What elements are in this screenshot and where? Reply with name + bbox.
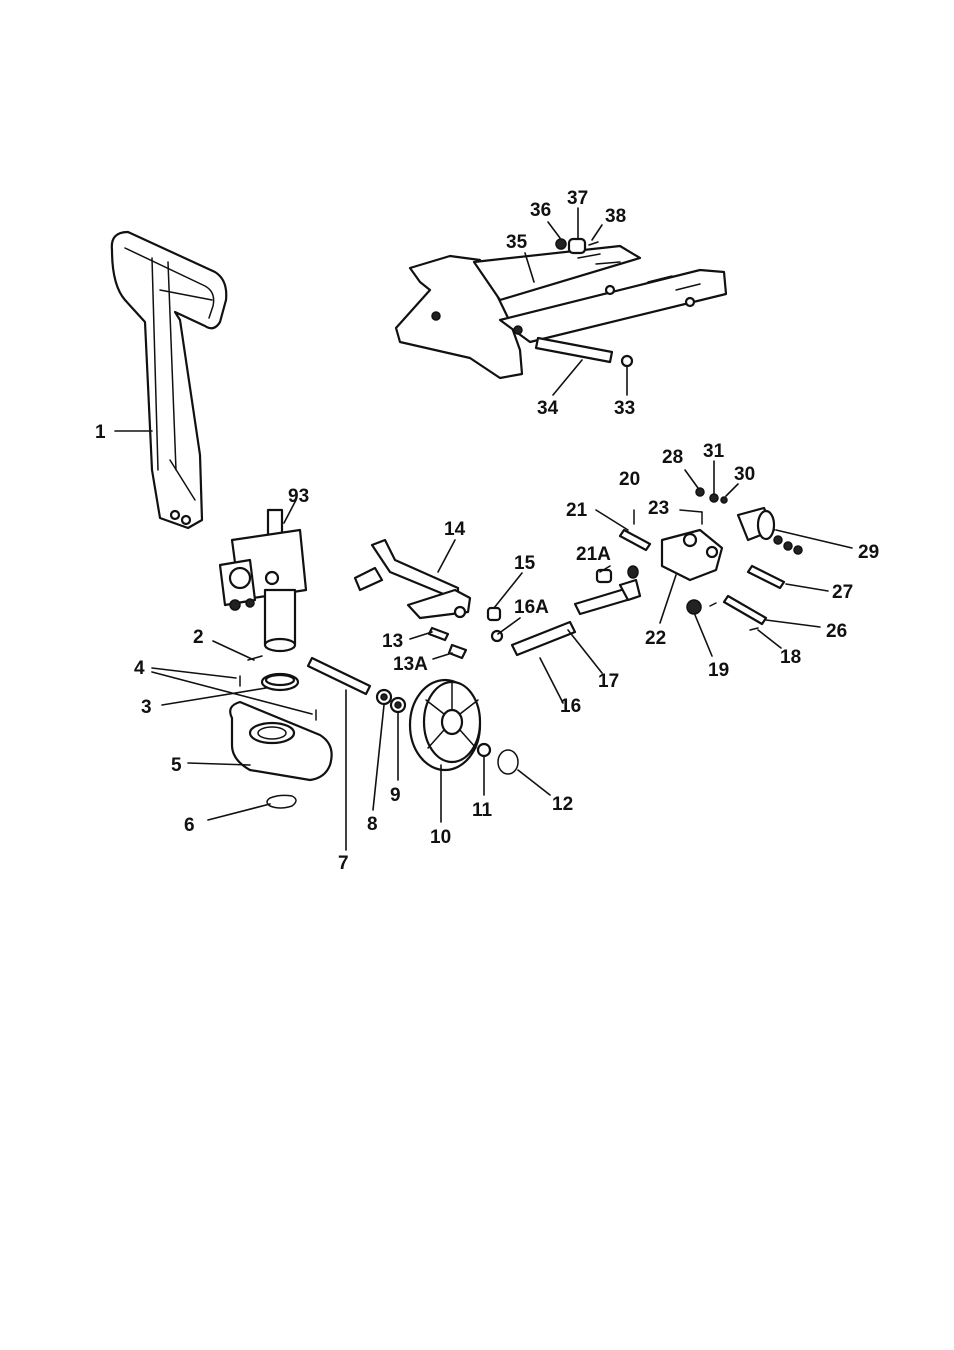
label-part-16: 16 xyxy=(560,696,581,717)
label-part-15: 15 xyxy=(514,553,536,574)
label-part-38: 38 xyxy=(605,206,626,227)
rod-16-part xyxy=(512,622,575,655)
bushing-21a-part xyxy=(597,566,638,582)
washer-36-part xyxy=(556,239,566,249)
bearing-9-part xyxy=(391,698,405,712)
label-part-21: 21 xyxy=(566,500,588,521)
label-part-16a: 16A xyxy=(514,597,549,618)
bearing-11-part xyxy=(478,744,490,756)
handle-part xyxy=(112,232,226,528)
washer-31-part xyxy=(710,494,718,502)
label-part-17: 17 xyxy=(598,671,619,692)
label-part-30: 30 xyxy=(734,464,755,485)
bearing-19-part xyxy=(687,600,701,614)
label-part-18: 18 xyxy=(780,647,801,668)
label-part-13a: 13A xyxy=(393,654,428,675)
label-part-28: 28 xyxy=(662,447,683,468)
label-part-10: 10 xyxy=(430,827,451,848)
label-part-11: 11 xyxy=(472,800,493,821)
label-part-5: 5 xyxy=(171,755,182,776)
bracket-part xyxy=(662,512,722,580)
label-part-7: 7 xyxy=(338,853,349,874)
label-part-33: 33 xyxy=(614,398,635,419)
label-part-20: 20 xyxy=(619,469,640,490)
bearing-8-part xyxy=(377,690,391,704)
label-part-13: 13 xyxy=(382,631,403,652)
pin-21-part xyxy=(620,530,650,550)
label-part-12: 12 xyxy=(552,794,573,815)
label-part-23: 23 xyxy=(648,498,669,519)
label-part-27: 27 xyxy=(832,582,853,603)
label-part-19: 19 xyxy=(708,660,729,681)
fork-frame-part xyxy=(396,246,726,378)
nut-37-part xyxy=(569,239,585,253)
label-part-14: 14 xyxy=(444,519,466,540)
roller-29-part xyxy=(738,508,802,554)
shaft-34-part xyxy=(536,338,612,362)
axle-part xyxy=(308,658,370,694)
label-part-21a: 21A xyxy=(576,544,611,565)
nut-33-part xyxy=(622,356,632,366)
rod-26-part xyxy=(724,596,766,624)
bushing-15-part xyxy=(488,608,500,620)
label-part-2: 2 xyxy=(193,627,204,648)
wheel-part xyxy=(410,680,480,770)
label-part-1: 1 xyxy=(95,422,106,443)
pin-13-part xyxy=(429,628,448,640)
lever-part xyxy=(355,540,470,618)
pin-13a-part xyxy=(449,645,466,658)
o-ring-part xyxy=(498,750,518,774)
label-part-31: 31 xyxy=(703,441,725,462)
washer-30-part xyxy=(721,497,727,503)
label-part-22: 22 xyxy=(645,628,666,649)
label-part-4: 4 xyxy=(134,658,145,679)
label-part-35: 35 xyxy=(506,232,528,253)
label-part-36: 36 xyxy=(530,200,551,221)
label-part-6: 6 xyxy=(184,815,195,836)
label-part-8: 8 xyxy=(367,814,378,835)
label-part-3: 3 xyxy=(141,697,152,718)
seal-ring-part xyxy=(262,674,298,690)
label-part-29: 29 xyxy=(858,542,879,563)
label-part-93: 93 xyxy=(288,486,309,507)
label-part-26: 26 xyxy=(826,621,847,642)
rod-27-part xyxy=(748,566,784,588)
pin-38-part xyxy=(589,242,598,245)
rod-17-part xyxy=(575,580,640,614)
label-part-9: 9 xyxy=(390,785,401,806)
retaining-ring-part xyxy=(267,795,296,808)
label-part-34: 34 xyxy=(537,398,559,419)
washer-28-part xyxy=(696,488,704,496)
pump-unit-part xyxy=(220,510,306,651)
label-part-37: 37 xyxy=(567,188,588,209)
